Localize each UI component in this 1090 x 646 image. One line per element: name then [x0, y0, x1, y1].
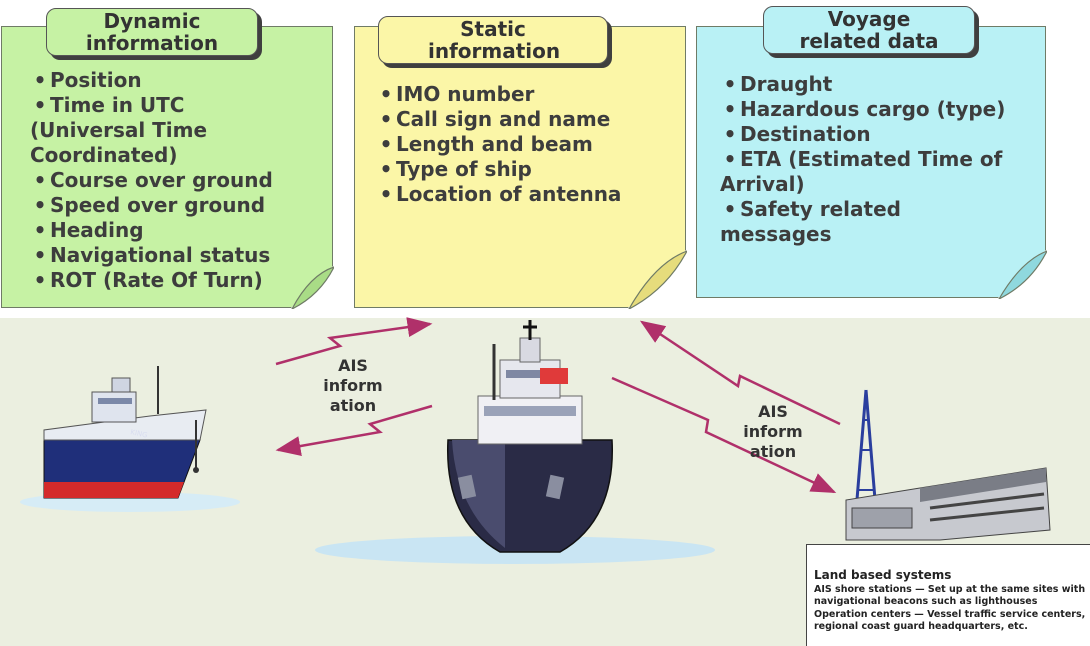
land-systems-line: navigational beacons such as lighthouses — [814, 596, 1038, 607]
list-item: messages — [720, 222, 832, 246]
list-item: •Time in UTC — [33, 93, 185, 117]
list-item: •Type of ship — [379, 157, 532, 181]
list-item: •Location of antenna — [379, 182, 622, 206]
ais-info-label-right: AIS inform ation — [743, 402, 803, 461]
cargo-ship-icon — [43, 366, 207, 499]
list-item: •Draught — [723, 72, 833, 96]
arrow-to-center-top — [275, 317, 433, 366]
arrow-to-shore — [611, 376, 837, 494]
land-systems-line: regional coast guard headquarters, etc. — [814, 621, 1028, 632]
voyage-data-title: Voyage related data — [763, 6, 975, 54]
list-item: (Universal Time — [30, 118, 208, 142]
page-curl-icon — [997, 249, 1047, 299]
dynamic-info-list: •Position •Time in UTC (Universal Time C… — [30, 68, 273, 293]
land-systems-line: Operation centers — Vessel traffic servi… — [814, 609, 1086, 620]
list-item: •ETA (Estimated Time of — [723, 147, 1003, 171]
list-item: Coordinated) — [30, 143, 178, 167]
list-item: Arrival) — [720, 172, 805, 196]
arrow-from-shore — [639, 320, 841, 426]
dynamic-info-title-text: Dynamic information — [85, 9, 219, 55]
voyage-data-title-text: Voyage related data — [799, 7, 939, 53]
dynamic-info-title: Dynamic information — [46, 8, 258, 56]
page-curl-icon — [627, 249, 687, 309]
land-systems-title: Land based systems — [814, 568, 952, 582]
list-item: •Heading — [33, 218, 144, 242]
list-item: •Safety related — [723, 197, 901, 221]
ship-name-label: KING — [130, 428, 149, 439]
list-item: •ROT (Rate Of Turn) — [33, 268, 263, 292]
list-item: •Call sign and name — [379, 107, 611, 131]
list-item: •Length and beam — [379, 132, 593, 156]
arrow-to-left-ship — [275, 404, 433, 456]
voyage-data-note — [696, 26, 1047, 299]
ais-info-label-left: AIS inform ation — [323, 356, 383, 415]
static-info-title: Static information — [378, 16, 608, 64]
static-info-note — [354, 26, 687, 309]
static-info-title-text: Static information — [428, 17, 561, 63]
list-item: •Destination — [723, 122, 871, 146]
dynamic-info-note — [1, 26, 334, 309]
list-item: •Hazardous cargo (type) — [723, 97, 1006, 121]
page-curl-icon — [290, 265, 334, 309]
ais-arrows — [275, 317, 841, 494]
static-info-list: •IMO number •Call sign and name •Length … — [376, 82, 622, 207]
ship-front-icon — [447, 320, 613, 553]
land-systems-box — [806, 544, 1090, 646]
voyage-data-list: •Draught •Hazardous cargo (type) •Destin… — [720, 72, 1005, 247]
list-item: •Navigational status — [33, 243, 271, 267]
list-item: •IMO number — [379, 82, 535, 106]
list-item: •Course over ground — [33, 168, 273, 192]
list-item: •Position — [33, 68, 142, 92]
land-systems-line: AIS shore stations — Set up at the same … — [814, 584, 1086, 595]
list-item: •Speed over ground — [33, 193, 266, 217]
shore-station-icon — [845, 389, 1051, 541]
